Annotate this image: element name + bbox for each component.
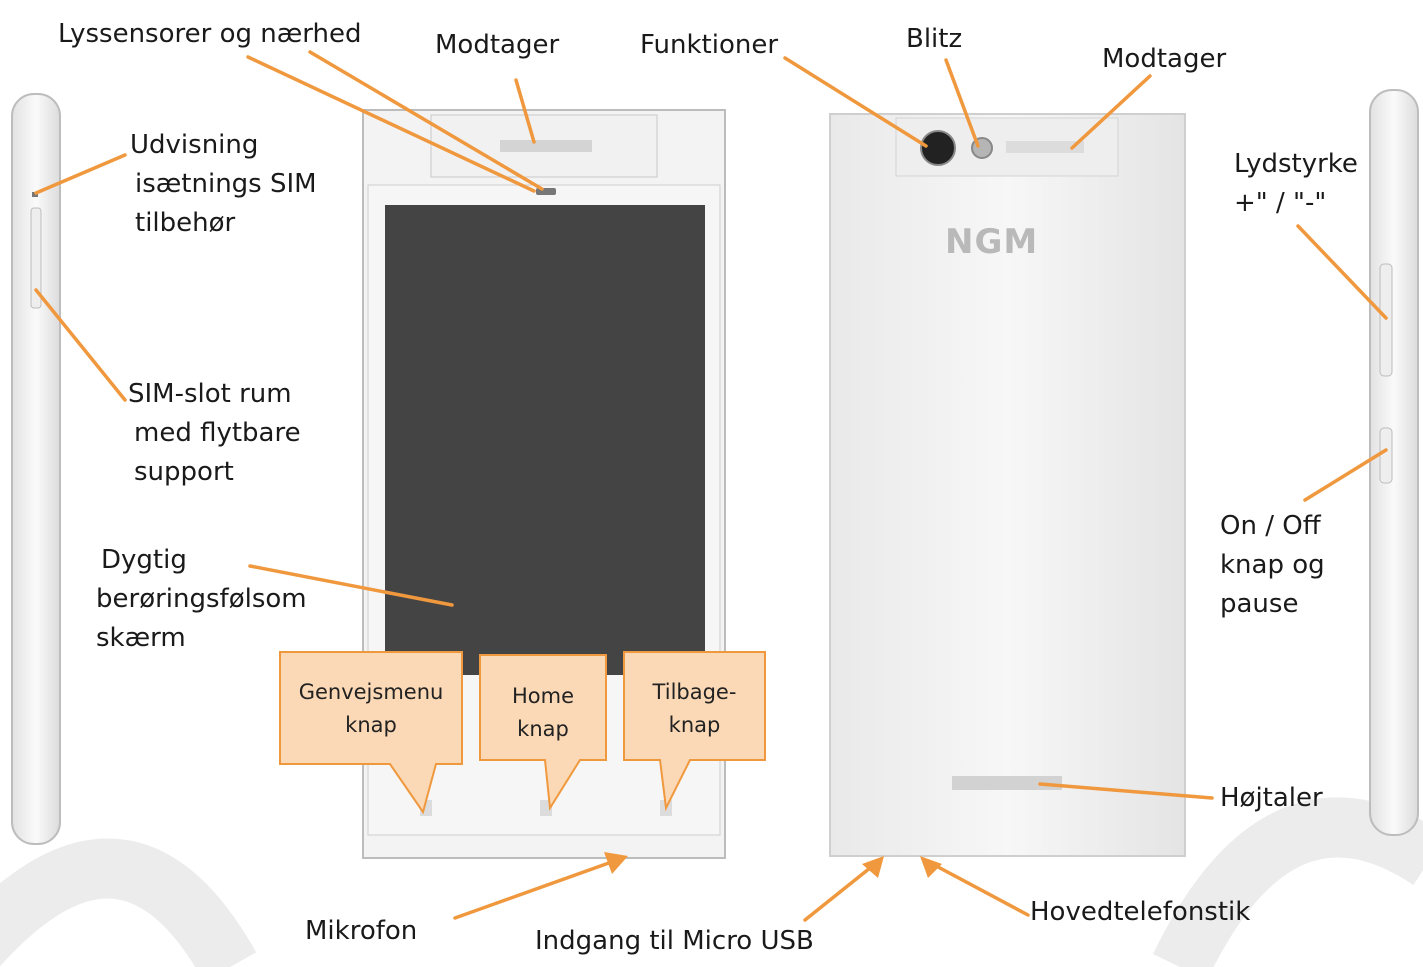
callout-line: Genvejsmenu: [298, 680, 444, 704]
label-udvisning: Udvisning isætnings SIM tilbehør: [130, 126, 317, 243]
label-line: pause: [1220, 589, 1299, 619]
label-line: SIM-slot rum: [128, 379, 292, 409]
label-modtager-back: Modtager: [1102, 40, 1226, 79]
label-blitz: Blitz: [906, 20, 962, 59]
label-line: Hovedtelefonstik: [1030, 897, 1251, 927]
label-line: isætnings SIM: [135, 169, 317, 199]
left-side-view: [11, 93, 61, 845]
label-line: Modtager: [435, 30, 560, 60]
brand-logo: NGM: [945, 222, 1039, 262]
label-line: Indgang til Micro USB: [535, 926, 814, 956]
label-line: Udvisning: [130, 130, 259, 160]
label-line: Højtaler: [1220, 783, 1323, 813]
label-line: Lyssensorer og nærhed: [58, 19, 362, 49]
label-line: +" / "-": [1234, 188, 1327, 218]
label-line: Modtager: [1102, 44, 1227, 74]
label-hojtaler: Højtaler: [1220, 779, 1323, 818]
label-onoff: On / Off knap og pause: [1220, 507, 1325, 624]
callout-line: knap: [668, 713, 721, 737]
label-lydstyrke: Lydstyrke +" / "-": [1234, 145, 1358, 223]
leader-lines: [34, 50, 1388, 922]
callout-line: Tilbage-: [652, 680, 737, 704]
arrow-heads: [604, 852, 942, 878]
label-funktioner: Funktioner: [640, 26, 778, 65]
callout-line: knap: [517, 717, 569, 741]
label-line: knap og: [1220, 550, 1325, 580]
callout-boxes: [279, 651, 766, 815]
label-skaerm: Dygtig berøringsfølsom skærm: [96, 541, 307, 658]
back-view: [829, 113, 1186, 857]
speaker-grille: [952, 776, 1062, 790]
touch-screen: [385, 205, 705, 675]
right-side-view: [1369, 89, 1419, 836]
label-line: Dygtig: [101, 545, 187, 575]
label-mikrofon: Mikrofon: [305, 912, 417, 951]
label-line: support: [134, 457, 234, 487]
label-simslot: SIM-slot rum med flytbare support: [128, 375, 301, 492]
background-arcs: [0, 797, 1423, 967]
label-line: Mikrofon: [305, 916, 418, 946]
callout-genvejsmenu: Genvejsmenu knap: [280, 676, 462, 742]
label-modtager-front: Modtager: [435, 26, 559, 65]
label-line: Lydstyrke: [1234, 149, 1358, 179]
label-line: berøringsfølsom: [96, 584, 307, 614]
label-lyssensorer: Lyssensorer og nærhed: [58, 15, 361, 54]
label-line: Blitz: [906, 24, 963, 54]
callout-line: knap: [345, 713, 397, 737]
label-line: On / Off: [1220, 511, 1321, 541]
label-line: tilbehør: [135, 208, 236, 238]
callout-line: Home: [511, 684, 574, 708]
label-usb: Indgang til Micro USB: [535, 922, 814, 961]
label-line: skærm: [96, 623, 186, 653]
label-hovedtelefon: Hovedtelefonstik: [1030, 893, 1250, 932]
callout-home: Home knap: [480, 680, 606, 746]
camera-icon: [920, 130, 956, 166]
label-line: Funktioner: [640, 30, 779, 60]
callout-tilbage: Tilbage- knap: [624, 676, 765, 742]
label-line: med flytbare: [134, 418, 301, 448]
